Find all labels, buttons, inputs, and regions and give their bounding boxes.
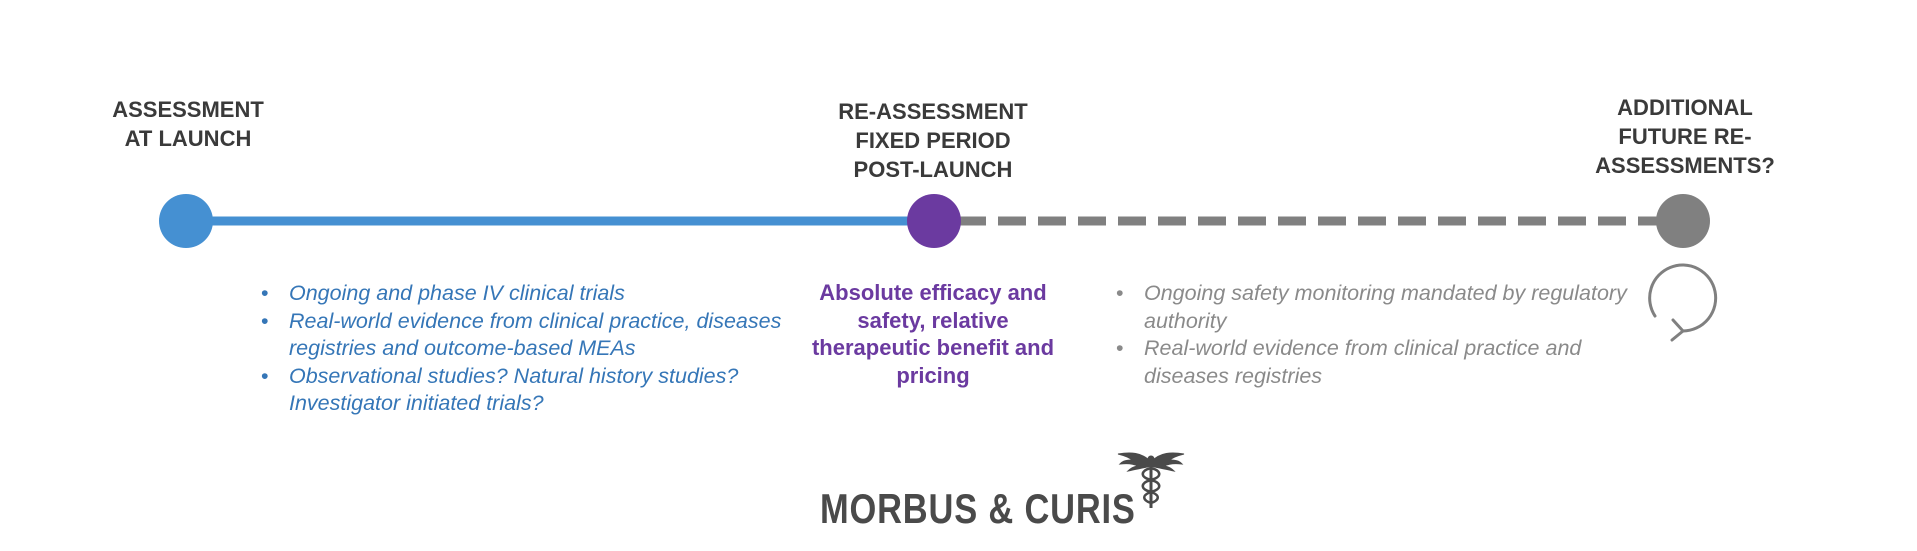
milestone-future	[1656, 194, 1710, 248]
list-item: Ongoing safety monitoring mandated by re…	[1116, 280, 1646, 335]
caduceus-icon	[1117, 452, 1185, 508]
milestone-launch	[159, 194, 213, 248]
brand-name: MORBUS & CURIS	[820, 485, 1136, 532]
list-item: Real-world evidence from clinical practi…	[1116, 335, 1646, 390]
list-item: Observational studies? Natural history s…	[261, 363, 801, 418]
future-evidence-list: Ongoing safety monitoring mandated by re…	[1116, 280, 1646, 390]
stage-title-reassessment: RE-ASSESSMENT FIXED PERIOD POST-LAUNCH	[838, 99, 1028, 182]
stage-title-launch: ASSESSMENT AT LAUNCH	[112, 97, 264, 151]
milestone-reassessment	[907, 194, 961, 248]
list-item: Ongoing and phase IV clinical trials	[261, 280, 801, 308]
circular-arrow-icon	[1648, 263, 1718, 342]
brand-logo: MORBUS & CURIS	[820, 452, 1205, 532]
launch-evidence-list: Ongoing and phase IV clinical trials Rea…	[261, 280, 801, 418]
list-item: Real-world evidence from clinical practi…	[261, 308, 801, 363]
stage-title-future: ADDITIONAL FUTURE RE- ASSESSMENTS?	[1595, 95, 1775, 178]
reassessment-focus-text: Absolute efficacy and safety, relative t…	[811, 280, 1055, 388]
